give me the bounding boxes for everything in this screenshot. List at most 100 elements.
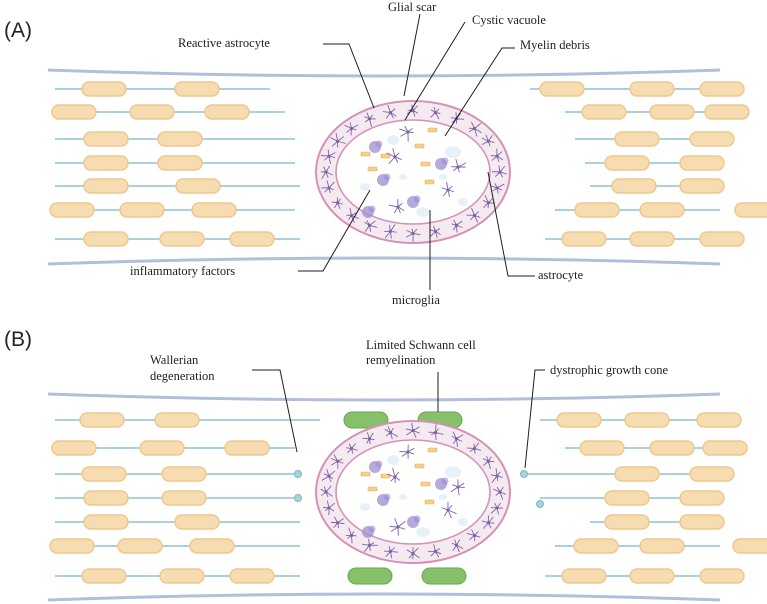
myelin-sheath [699,568,745,584]
nerve-edge-bottom [47,592,721,602]
astrocyte-icon [468,121,482,137]
astrocyte-body [388,110,393,115]
astrocyte-body [486,459,490,463]
astrocyte-body [446,508,450,512]
axon-fiber [565,440,748,456]
myelin-sheath [579,440,625,456]
myelin-sheath [154,412,200,428]
astrocyte-icon [466,442,482,454]
astrocyte-icon [482,456,495,470]
label-schwann-2: remyelination [366,353,436,367]
astrocyte-body [393,155,397,159]
astrocyte-body [486,201,490,205]
axon-fiber [55,155,295,171]
axon-fiber [55,81,270,97]
myelin-sheath [161,466,207,482]
myelin-sheath [174,81,220,97]
leader-reactive-astrocyte [323,43,375,109]
myelin-sheath [51,440,97,456]
myelin-sheath [229,231,275,247]
myelin-sheath [49,202,95,218]
label-cystic-vacuole: Cystic vacuole [472,13,546,27]
astrocyte-icon [493,486,506,500]
astrocyte-icon [406,547,420,560]
axon-fiber [524,466,735,482]
astrocyte-icon [451,431,464,447]
astrocyte-body [411,428,415,433]
microglia-lobe [368,205,376,213]
axon-fiber [51,104,285,120]
myelin-sheath [604,155,650,171]
astrocyte-body [336,139,340,143]
astrocyte-body [327,474,331,478]
myelin-sheath [229,568,275,584]
astrocyte-icon [405,423,420,438]
astrocyte-icon [490,468,503,483]
astrocyte-icon [330,454,344,469]
myelin-sheath [83,514,129,530]
axon-fiber [565,104,750,120]
astrocyte-body [388,430,393,435]
myelin-sheath [629,231,675,247]
vacuole [399,174,407,180]
myelin-sheath [611,178,657,194]
label-astrocyte: astrocyte [538,268,584,282]
astrocyte-icon [481,134,495,147]
microglia-cell [435,477,449,490]
myelin-debris [424,179,435,185]
vacuole [399,494,407,500]
myelin-sheath [732,538,767,554]
myelin-debris [414,463,425,469]
label-myelin-debris: Myelin debris [520,38,590,52]
astrocyte-icon [364,220,378,232]
myelin-sheath [174,514,220,530]
astrocyte-body [446,188,450,192]
astrocyte-body [411,231,415,236]
astrocyte-body [367,437,372,441]
myelin-sheath [129,104,175,120]
axon-fiber [545,231,745,247]
astrocyte-icon [466,529,481,542]
myelin-debris [367,166,378,172]
axon-fiber [585,155,725,171]
axon-fiber [55,231,300,247]
vacuole [416,527,430,537]
astrocyte-body [411,551,415,556]
astrocyte-body [393,475,397,479]
vacuole [439,494,447,500]
astrocyte-icon [451,539,464,553]
myelin-sheath [539,81,585,97]
vacuole [360,503,370,511]
microglia-cell [435,157,449,170]
astrocyte-icon [362,432,375,445]
axon-fiber [555,538,767,554]
myelin-sheath [679,178,725,194]
astrocyte-body [498,490,502,494]
astrocyte-body [486,521,490,525]
astrocyte-icon [322,500,336,516]
astrocyte-body [349,126,354,131]
astrocyte-body [411,108,415,113]
myelin-sheath [204,104,250,120]
growth-cone-bulb [294,470,302,478]
myelin-sheath [581,104,627,120]
astrocyte-icon [405,228,421,242]
axon-fiber [49,202,295,218]
astrocyte-icon [364,112,376,127]
astrocyte-icon [490,183,505,194]
astrocyte-body [396,205,400,209]
leader-cystic-vacuole [404,21,466,121]
vacuole [360,183,370,191]
myelin-debris [420,481,431,487]
myelin-sheath [189,538,235,554]
astrocyte-icon [386,148,402,165]
myelin-sheath [49,538,95,554]
panel-b-tag: (B) [4,328,32,351]
myelin-sheath [83,155,129,171]
astrocyte-icon [331,197,343,210]
axon-fiber [55,466,298,482]
leader-myelin-debris [444,47,515,137]
leader-astrocyte [487,171,535,277]
microglia-cell [407,195,421,208]
